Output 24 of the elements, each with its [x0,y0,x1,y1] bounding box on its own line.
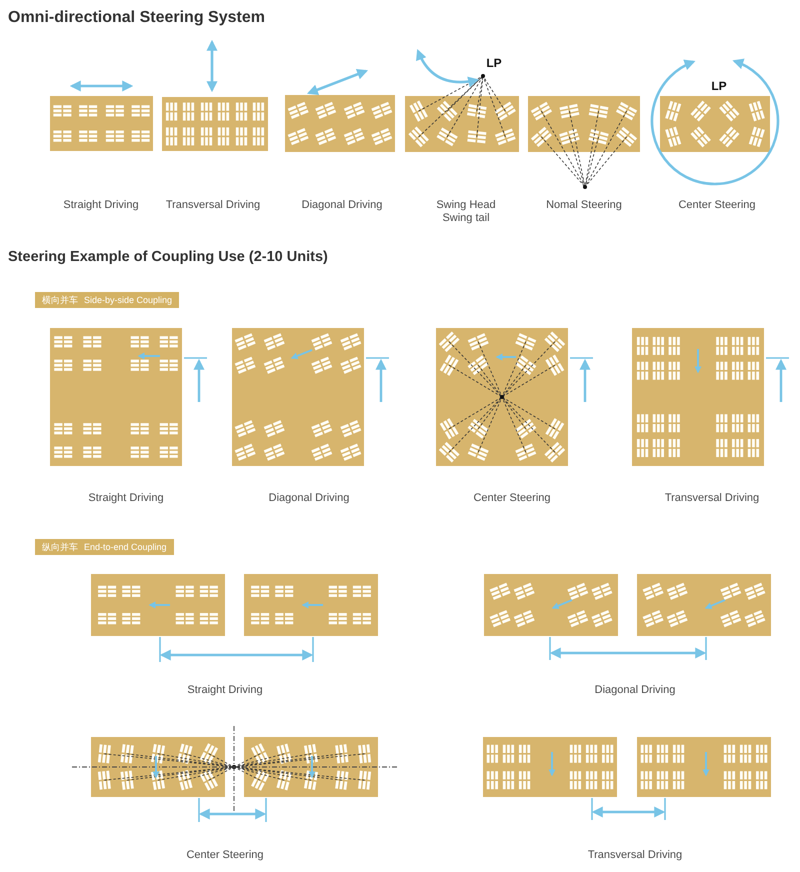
section-tag [35,539,174,555]
caption: Straight Driving [88,492,164,505]
tag-label: End-to-end Coupling [84,542,167,552]
caption: Transversal Driving [166,199,260,212]
caption: Straight Driving [187,684,263,697]
caption: Center Steering [678,199,756,212]
section-tag [35,292,180,308]
caption: Diagonal Driving [302,199,382,212]
caption: Diagonal Driving [594,684,676,697]
caption: Swing Head Swing tail [435,199,497,225]
caption: Transversal Driving [588,849,682,862]
caption: Center Steering [186,849,264,862]
caption: Transversal Driving [664,492,760,505]
caption: Straight Driving [63,199,139,212]
point-label: LP [486,57,502,70]
caption: Diagonal Driving [268,492,350,505]
tag-label: 纵向并车 [42,542,78,552]
caption: Center Steering [473,492,551,505]
section-heading: Steering Example of Coupling Use (2-10 Units) [8,249,328,266]
caption: Nomal Steering [546,199,622,212]
tag-label: 横向并车 [42,295,78,305]
title: Omni-directional Steering System [8,8,265,27]
tag-label: Side-by-side Coupling [84,295,172,305]
point-label: LP [711,80,727,93]
